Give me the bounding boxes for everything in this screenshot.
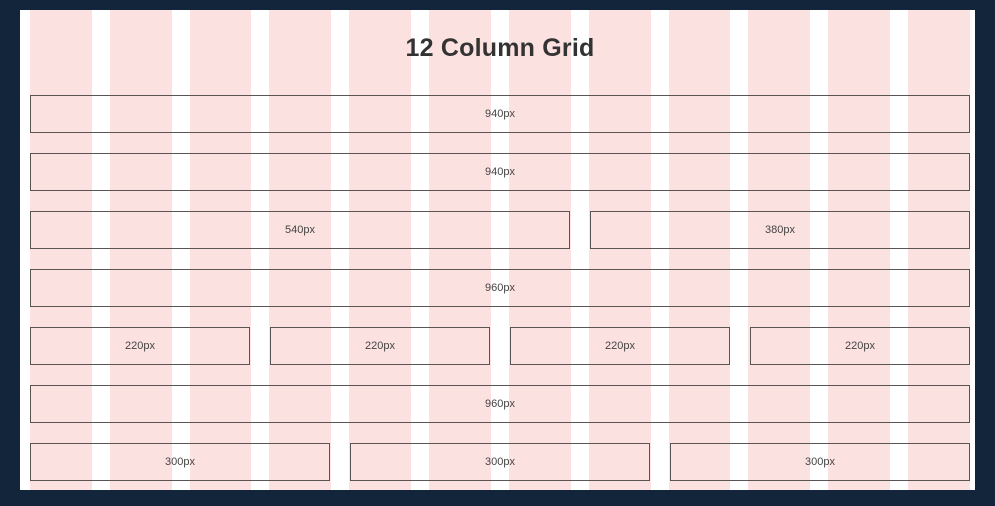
row-940-b: 940px [30,153,970,191]
grid-bar-label: 960px [485,397,515,410]
grid-bar-label: 300px [165,455,195,468]
grid-bar-label: 540px [285,223,315,236]
grid-bar[interactable]: 940px [30,153,970,191]
grid-bar-label: 300px [805,455,835,468]
grid-content-layer: 12 Column Grid 940px 940px 540px 380px 960px… [30,10,970,490]
bar-gutter [730,327,750,365]
grid-bar-label: 220px [605,339,635,352]
grid-bar[interactable]: 220px [510,327,730,365]
grid-bar[interactable]: 380px [590,211,970,249]
page-title: 12 Column Grid [405,34,595,62]
row-960-a: 960px [30,269,970,307]
grid-bar-label: 960px [485,281,515,294]
grid-bar[interactable]: 220px [750,327,970,365]
grid-canvas: 12 Column Grid 940px 940px 540px 380px 960px… [20,10,975,490]
grid-bar-label: 220px [365,339,395,352]
grid-bar[interactable]: 300px [30,443,330,481]
grid-bar[interactable]: 300px [670,443,970,481]
bar-gutter [650,443,670,481]
bar-gutter [250,327,270,365]
grid-bar-label: 220px [125,339,155,352]
grid-bar[interactable]: 960px [30,385,970,423]
grid-bar-label: 300px [485,455,515,468]
row-300-triple: 300px 300px 300px [30,443,970,481]
row-540-380: 540px 380px [30,211,970,249]
grid-bar[interactable]: 220px [30,327,250,365]
bar-gutter [570,211,590,249]
grid-bar-label: 380px [765,223,795,236]
grid-bar-label: 220px [845,339,875,352]
grid-bar[interactable]: 220px [270,327,490,365]
row-220-quad: 220px 220px 220px 220px [30,327,970,365]
row-960-b: 960px [30,385,970,423]
grid-bar[interactable]: 300px [350,443,650,481]
row-940-a: 940px [30,95,970,133]
grid-bar-label: 940px [485,165,515,178]
grid-bar[interactable]: 960px [30,269,970,307]
grid-bar[interactable]: 540px [30,211,570,249]
grid-bar-label: 940px [485,107,515,120]
grid-bar[interactable]: 940px [30,95,970,133]
bar-gutter [490,327,510,365]
bar-gutter [330,443,350,481]
